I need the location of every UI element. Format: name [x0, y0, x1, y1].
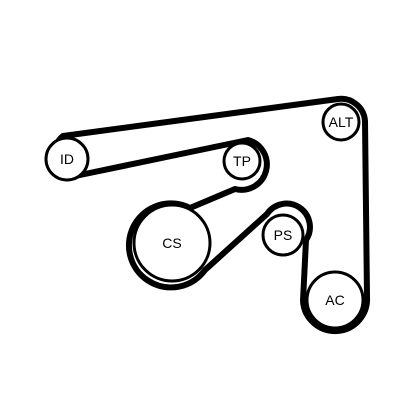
pulley-ac-label: AC — [325, 292, 344, 308]
pulley-id: ID — [44, 136, 90, 182]
pulley-ps-circle — [261, 213, 305, 257]
pulley-ac: AC — [305, 270, 365, 330]
pulley-id-label: ID — [60, 151, 74, 167]
pulley-tp-label: TP — [233, 153, 251, 169]
pulley-tp-circle — [222, 141, 262, 181]
pulley-cs: CS — [132, 203, 212, 283]
pulley-id-circle — [44, 136, 90, 182]
pulley-ps-label: PS — [274, 227, 293, 243]
pulley-cs-label: CS — [162, 235, 181, 251]
pulley-ac-circle — [305, 270, 365, 330]
pulley-alt-circle — [321, 102, 361, 142]
pulley-alt: ALT — [321, 102, 361, 142]
serpentine-belt — [51, 95, 371, 334]
pulley-tp: TP — [222, 141, 262, 181]
pulley-ps: PS — [261, 213, 305, 257]
pulley-cs-circle — [132, 203, 212, 283]
pulley-alt-label: ALT — [329, 114, 354, 130]
